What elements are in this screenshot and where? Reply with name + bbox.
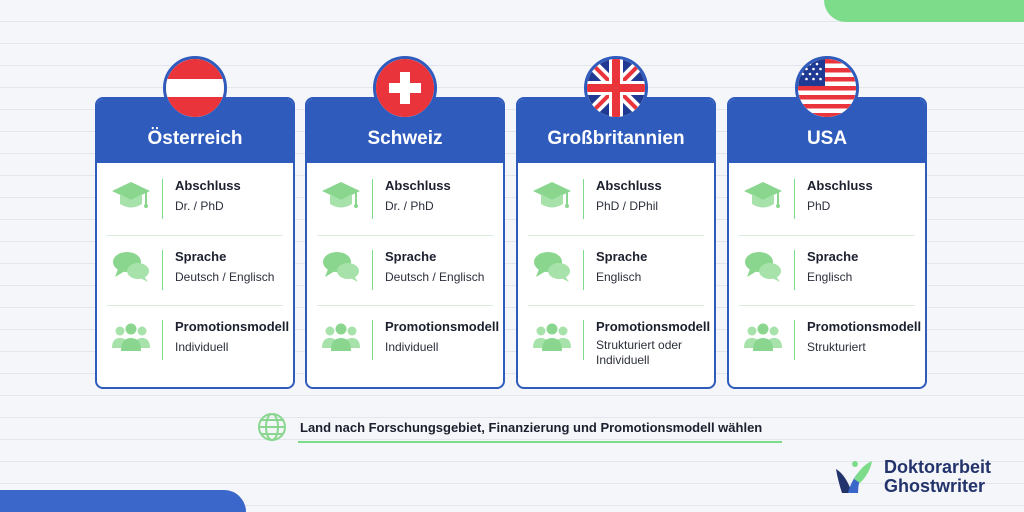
row-label: Promotionsmodell: [385, 319, 500, 334]
row-label: Promotionsmodell: [596, 319, 711, 334]
row-abschluss: Abschluss PhD / DPhil: [528, 165, 704, 235]
row-value: Englisch: [807, 270, 853, 284]
graduation-cap-icon: [533, 182, 571, 208]
row-sprache: Sprache Englisch: [528, 235, 704, 305]
row-value: Strukturiert oder Individuell: [596, 338, 683, 367]
country-card-switzerland: Schweiz Abschluss Dr. / PhD Sprache Deut…: [305, 97, 505, 389]
speech-bubbles-icon: [113, 252, 149, 282]
row-value: Deutsch / Englisch: [385, 270, 485, 284]
row-divider: [583, 250, 584, 290]
row-divider: [794, 179, 795, 219]
row-promotionsmodell: Promotionsmodell Individuell: [107, 305, 290, 375]
speech-bubbles-icon: [745, 252, 781, 282]
graduation-cap-icon: [322, 182, 360, 208]
row-abschluss: Abschluss Dr. / PhD: [317, 165, 493, 235]
row-divider: [372, 250, 373, 290]
graduation-cap-icon: [744, 182, 782, 208]
row-divider: [583, 320, 584, 360]
people-group-icon: [112, 323, 150, 351]
row-divider: [372, 179, 373, 219]
footer-underline: [298, 441, 782, 443]
speech-bubbles-icon: [534, 252, 570, 282]
row-abschluss: Abschluss PhD: [739, 165, 915, 235]
doktorarbeit-ghostwriter-logo-icon: [836, 461, 872, 493]
usa-flag-icon: [795, 56, 859, 120]
country-card-austria: Österreich Abschluss Dr. / PhD Sprache D…: [95, 97, 295, 389]
speech-bubbles-icon: [323, 252, 359, 282]
row-divider: [372, 320, 373, 360]
top-right-green-decoration: [824, 0, 1024, 22]
row-sprache: Sprache Deutsch / Englisch: [317, 235, 493, 305]
row-value: Individuell: [175, 340, 229, 354]
row-label: Abschluss: [385, 178, 451, 193]
row-label: Abschluss: [596, 178, 662, 193]
row-sprache: Sprache Deutsch / Englisch: [107, 235, 283, 305]
row-sprache: Sprache Englisch: [739, 235, 915, 305]
brand-line-1: Doktorarbeit: [884, 457, 992, 477]
globe-icon: [258, 413, 286, 441]
row-value: Deutsch / Englisch: [175, 270, 275, 284]
row-promotionsmodell: Promotionsmodell Strukturiert: [739, 305, 922, 375]
row-value: Strukturiert: [807, 340, 866, 354]
row-value: Individuell: [385, 340, 439, 354]
switzerland-flag-icon: [373, 56, 437, 120]
row-abschluss: Abschluss Dr. / PhD: [107, 165, 283, 235]
brand-name: Doktorarbeit Ghostwriter: [884, 458, 991, 496]
row-divider: [162, 320, 163, 360]
row-value: PhD / DPhil: [596, 199, 659, 213]
row-value: Englisch: [596, 270, 642, 284]
row-label: Promotionsmodell: [807, 319, 922, 334]
row-value: Dr. / PhD: [385, 199, 434, 213]
row-divider: [162, 179, 163, 219]
row-divider: [794, 320, 795, 360]
row-label: Sprache: [596, 249, 648, 264]
row-divider: [794, 250, 795, 290]
austria-flag-icon: [163, 56, 227, 120]
row-label: Abschluss: [175, 178, 241, 193]
country-card-usa: USA Abschluss PhD Sprache Englisch Promo…: [727, 97, 927, 389]
row-promotionsmodell: Promotionsmodell Strukturiert oder Indiv…: [528, 305, 711, 375]
row-divider: [583, 179, 584, 219]
row-promotionsmodell: Promotionsmodell Individuell: [317, 305, 500, 375]
row-label: Sprache: [385, 249, 437, 264]
row-value: Dr. / PhD: [175, 199, 224, 213]
people-group-icon: [322, 323, 360, 351]
row-divider: [162, 250, 163, 290]
people-group-icon: [533, 323, 571, 351]
country-card-uk: Großbritannien Abschluss PhD / DPhil Spr…: [516, 97, 716, 389]
people-group-icon: [744, 323, 782, 351]
row-label: Sprache: [175, 249, 227, 264]
row-label: Abschluss: [807, 178, 873, 193]
footer-text: Land nach Forschungsgebiet, Finanzierung…: [300, 420, 763, 435]
brand-line-2: Ghostwriter: [884, 476, 986, 496]
row-value: PhD: [807, 199, 831, 213]
uk-flag-icon: [584, 56, 648, 120]
row-label: Sprache: [807, 249, 859, 264]
row-label: Promotionsmodell: [175, 319, 290, 334]
graduation-cap-icon: [112, 182, 150, 208]
bottom-left-blue-decoration: [0, 490, 246, 512]
